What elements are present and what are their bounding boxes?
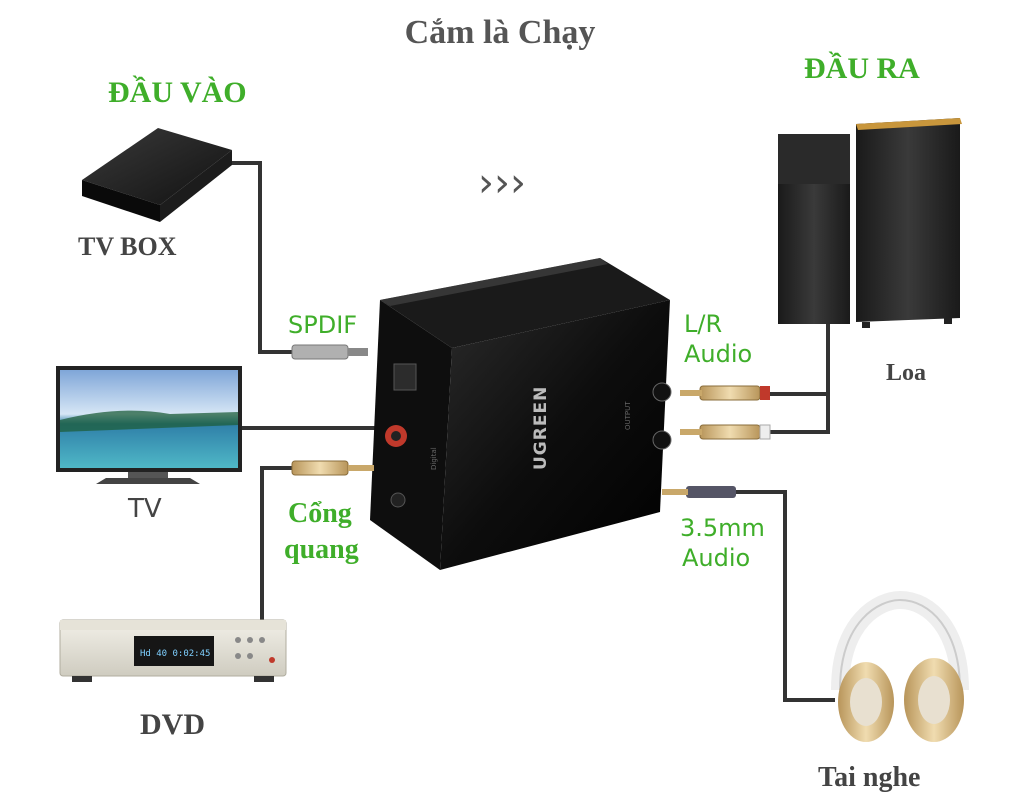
- tv-label: TV: [128, 494, 162, 524]
- optical-port: [393, 363, 417, 391]
- converter-output-label: OUTPUT: [624, 401, 632, 430]
- speaker-cable-right: [770, 394, 830, 434]
- coax-label-line2: quang: [284, 534, 359, 565]
- lr-label-line1: L/R: [684, 310, 723, 338]
- jack-label-line1: 3.5mm: [680, 514, 765, 542]
- dvd-label: DVD: [140, 708, 205, 741]
- jack-port: [390, 492, 406, 508]
- jack-label-line2: Audio: [682, 544, 751, 572]
- dvd-display-text: Hd 40 0:02:45: [140, 649, 210, 659]
- converter-input-label: Digital: [430, 447, 438, 470]
- cables: [230, 161, 835, 702]
- tv-box-device: [82, 128, 232, 222]
- spdif-label: SPDIF: [288, 311, 358, 339]
- rca-plug-red: [699, 385, 761, 401]
- jack-plug: [686, 486, 736, 498]
- speakers-label: Loa: [886, 360, 927, 386]
- dvd-device: Hd 40 0:02:45: [59, 619, 287, 682]
- diagram-title: Cắm là Chạy: [404, 14, 596, 51]
- speakers-device: [778, 118, 962, 328]
- coax-label-line1: Cổng: [288, 498, 352, 529]
- flow-arrows: ›››: [478, 160, 526, 206]
- tvbox-cable: [230, 161, 298, 354]
- headphones-label: Tai nghe: [818, 762, 921, 793]
- output-header: ĐẦU RA: [804, 52, 920, 85]
- headphones-device: [831, 590, 969, 742]
- lr-label-line2: Audio: [684, 340, 753, 368]
- tv-box-label: TV BOX: [78, 232, 177, 261]
- connectors: [291, 344, 771, 498]
- headphone-cable: [735, 490, 835, 702]
- converter-brand: UGREEN: [531, 386, 551, 470]
- converter-device: UGREEN Digital OUTPUT: [370, 258, 672, 570]
- input-header: ĐẦU VÀO: [108, 76, 247, 109]
- tv-device: [56, 366, 242, 484]
- speaker-cable-left: [770, 320, 830, 396]
- coax-plug: [291, 460, 349, 476]
- optical-plug: [291, 344, 349, 360]
- rca-plug-white: [699, 424, 761, 440]
- dvd-cable: [260, 466, 298, 620]
